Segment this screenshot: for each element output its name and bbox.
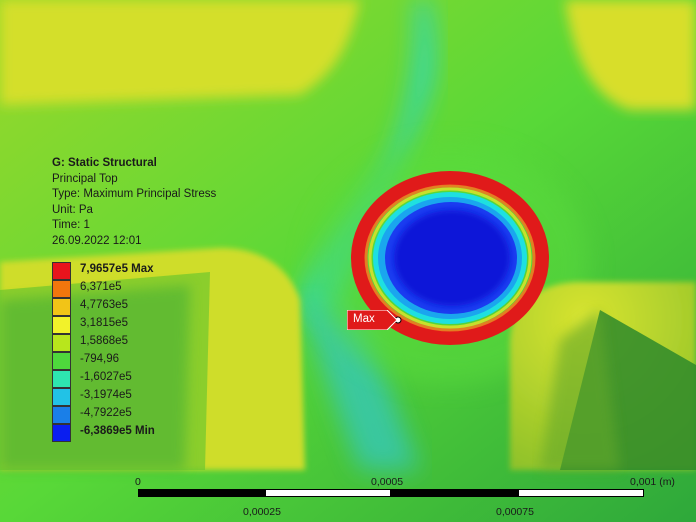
- scale-segment: [391, 489, 518, 497]
- scale-tick-label: 0,00075: [496, 506, 534, 518]
- scale-tick-label: 0,00025: [243, 506, 281, 518]
- legend-swatch: [52, 298, 71, 316]
- legend-entry: 4,7763e5: [52, 298, 272, 316]
- legend-entry: 7,9657e5 Max: [52, 262, 272, 280]
- legend-label: 4,7763e5: [80, 299, 128, 311]
- legend-label: -3,1974e5: [80, 389, 132, 401]
- legend-swatch: [52, 334, 71, 352]
- upper-left-block: [0, 0, 360, 105]
- scale-tick-label: 0: [135, 476, 141, 488]
- lower-left-block-dark: [0, 285, 190, 470]
- result-type: Type: Maximum Principal Stress: [52, 188, 217, 201]
- legend-label: 7,9657e5 Max: [80, 263, 154, 275]
- scale-tick-label: 0,001 (m): [630, 476, 675, 488]
- legend-label: 1,5868e5: [80, 335, 128, 347]
- ring-yellow-edge: [368, 187, 532, 329]
- scale-bar: 0 0,0005 0,001 (m) 0,00025 0,00075: [0, 470, 696, 522]
- upper-right-block: [565, 0, 696, 110]
- legend-entry: -4,7922e5: [52, 406, 272, 424]
- scale-segment: [518, 489, 644, 497]
- legend-entry: 6,371e5: [52, 280, 272, 298]
- legend-swatch: [52, 424, 71, 442]
- ring-orange-edge: [364, 184, 536, 332]
- result-time: Time: 1: [52, 219, 90, 232]
- legend-label: 3,1815e5: [80, 317, 128, 329]
- scale-segment: [138, 489, 265, 497]
- legend-entry: 3,1815e5: [52, 316, 272, 334]
- low-stress-band-lower: [300, 300, 420, 470]
- analysis-title: G: Static Structural: [52, 157, 157, 169]
- scale-tick-label: 0,0005: [371, 476, 404, 488]
- legend-label: -1,6027e5: [80, 371, 132, 383]
- legend-entry: -3,1974e5: [52, 388, 272, 406]
- legend-swatch: [52, 280, 71, 298]
- result-info-panel: G: Static Structural Principal Top Type:…: [52, 156, 216, 250]
- legend-swatch: [52, 406, 71, 424]
- result-name: Principal Top: [52, 172, 118, 185]
- hole-min-core: [394, 210, 510, 306]
- legend-entry: 1,5868e5: [52, 334, 272, 352]
- legend-label: 6,371e5: [80, 281, 122, 293]
- legend-swatch: [52, 388, 71, 406]
- probe-label-text: Max: [353, 313, 375, 325]
- legend-swatch: [52, 352, 71, 370]
- legend-entry: -794,96: [52, 352, 272, 370]
- legend-label: -794,96: [80, 353, 120, 365]
- legend-label: -4,7922e5: [80, 407, 132, 419]
- legend-entry: -1,6027e5: [52, 370, 272, 388]
- legend-swatch: [52, 370, 71, 388]
- legend-label: -6,3869e5 Min: [80, 425, 155, 437]
- lower-right-block-mid: [540, 310, 620, 470]
- legend-entry: -6,3869e5 Min: [52, 424, 272, 442]
- result-unit: Unit: Pa: [52, 203, 93, 216]
- legend-swatch: [52, 262, 71, 280]
- legend-swatch: [52, 316, 71, 334]
- scale-segment: [265, 489, 391, 497]
- probe-flag-icon: [347, 310, 398, 330]
- max-stress-ring: [351, 171, 549, 345]
- result-date: 26.09.2022 12:01: [52, 234, 142, 247]
